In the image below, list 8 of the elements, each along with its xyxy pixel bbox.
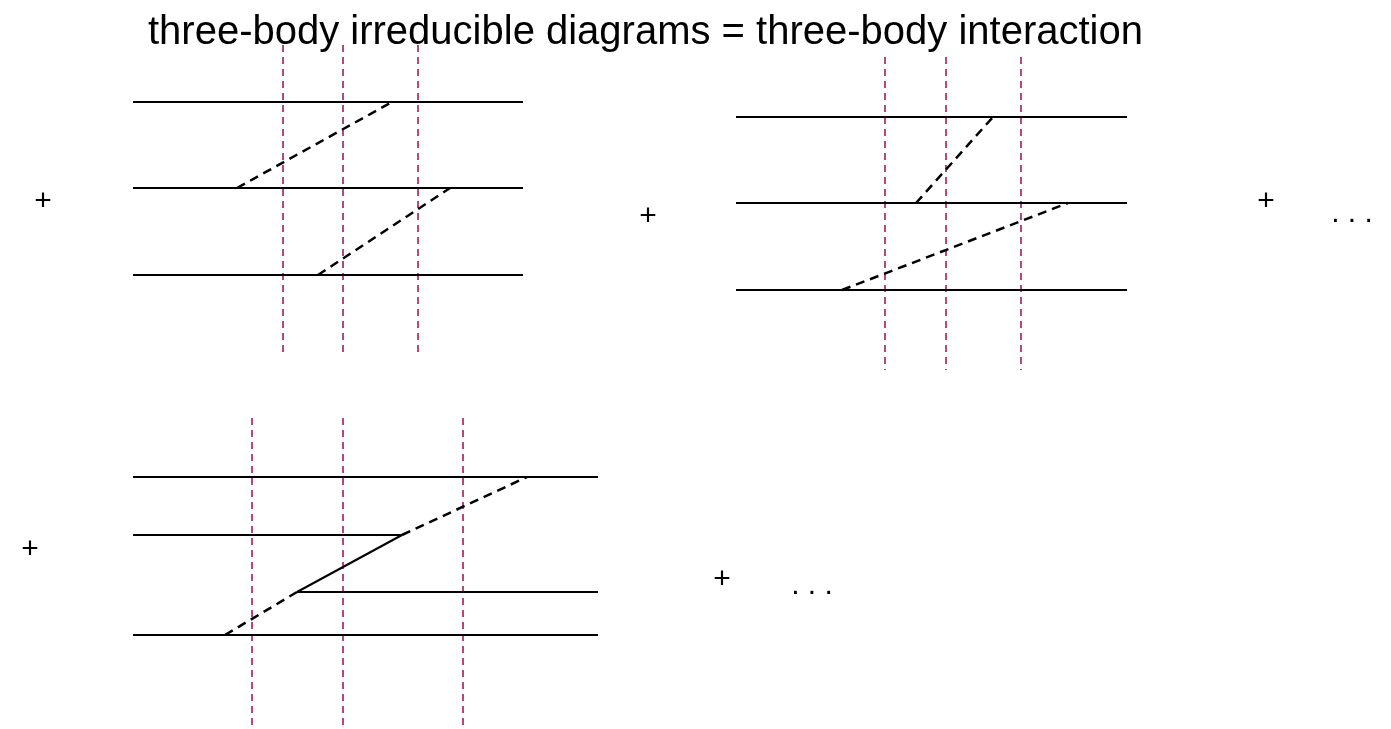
- operator-symbol: +: [1257, 183, 1275, 217]
- operator-symbol: . . .: [1331, 195, 1373, 229]
- operator-symbol: +: [713, 561, 731, 595]
- operator-symbol: +: [639, 198, 657, 232]
- operator-symbol: . . .: [791, 567, 833, 601]
- diagram-title: three-body irreducible diagrams = three-body interaction: [148, 8, 1143, 53]
- operator-symbol: +: [34, 183, 52, 217]
- operator-symbol: +: [21, 531, 39, 565]
